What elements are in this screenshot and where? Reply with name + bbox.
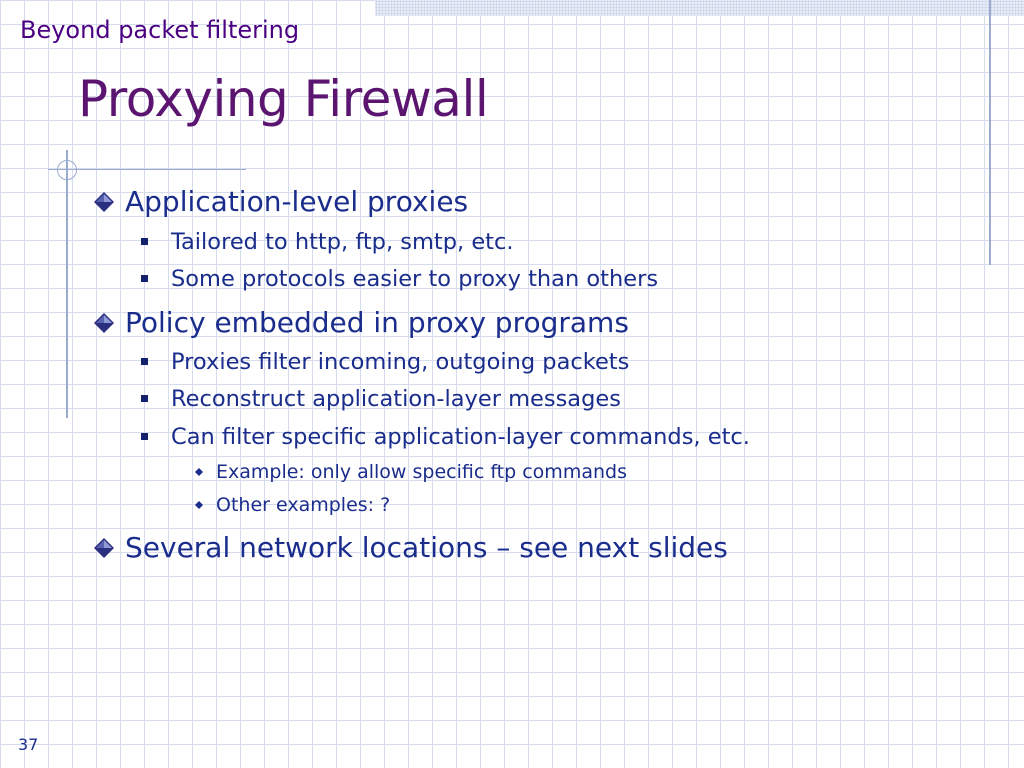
bullet-several-network-locations: Several network locations – see next sli… bbox=[94, 531, 728, 564]
bullet-text: Several network locations – see next sli… bbox=[125, 531, 728, 564]
subbullet-can-filter: Can filter specific application-layer co… bbox=[141, 424, 750, 450]
subbullet-text: Some protocols easier to proxy than othe… bbox=[171, 266, 659, 292]
subbullet-text: Tailored to http, ftp, smtp, etc. bbox=[171, 229, 514, 255]
subsubbullet-text: Example: only allow specific ftp command… bbox=[216, 461, 627, 483]
subbullet-some-protocols: Some protocols easier to proxy than othe… bbox=[141, 266, 659, 292]
square-bullet-icon bbox=[141, 395, 148, 402]
bullet-policy-embedded: Policy embedded in proxy programs bbox=[94, 306, 629, 339]
left-vertical-rule bbox=[66, 150, 68, 418]
subbullet-text: Proxies filter incoming, outgoing packet… bbox=[171, 349, 630, 375]
subsubbullet-text: Other examples: ? bbox=[216, 494, 391, 516]
bullet-text: Policy embedded in proxy programs bbox=[125, 306, 629, 339]
small-diamond-bullet-icon bbox=[195, 468, 203, 476]
subbullet-text: Can filter specific application-layer co… bbox=[171, 424, 750, 450]
page-number: 37 bbox=[18, 735, 39, 754]
subsubbullet-example: Example: only allow specific ftp command… bbox=[195, 461, 627, 483]
right-vertical-rule bbox=[989, 0, 991, 265]
title-underline-rule bbox=[48, 169, 246, 170]
slide-title: Proxying Firewall bbox=[78, 70, 489, 128]
diamond-bullet-icon bbox=[94, 538, 114, 558]
square-bullet-icon bbox=[141, 358, 148, 365]
square-bullet-icon bbox=[141, 433, 148, 440]
bullet-application-level-proxies: Application-level proxies bbox=[94, 185, 469, 218]
subbullet-tailored-protocols: Tailored to http, ftp, smtp, etc. bbox=[141, 229, 514, 255]
section-label: Beyond packet filtering bbox=[20, 16, 300, 44]
decorative-circle bbox=[57, 160, 77, 180]
diamond-bullet-icon bbox=[94, 192, 114, 212]
subsubbullet-other-examples: Other examples: ? bbox=[195, 494, 391, 516]
small-diamond-bullet-icon bbox=[195, 501, 203, 509]
subbullet-reconstruct: Reconstruct application-layer messages bbox=[141, 386, 621, 412]
subbullet-proxies-filter: Proxies filter incoming, outgoing packet… bbox=[141, 349, 630, 375]
diamond-bullet-icon bbox=[94, 313, 114, 333]
bullet-text: Application-level proxies bbox=[125, 185, 469, 218]
top-decorative-band bbox=[375, 0, 1024, 16]
square-bullet-icon bbox=[141, 275, 148, 282]
subbullet-text: Reconstruct application-layer messages bbox=[171, 386, 621, 412]
square-bullet-icon bbox=[141, 238, 148, 245]
